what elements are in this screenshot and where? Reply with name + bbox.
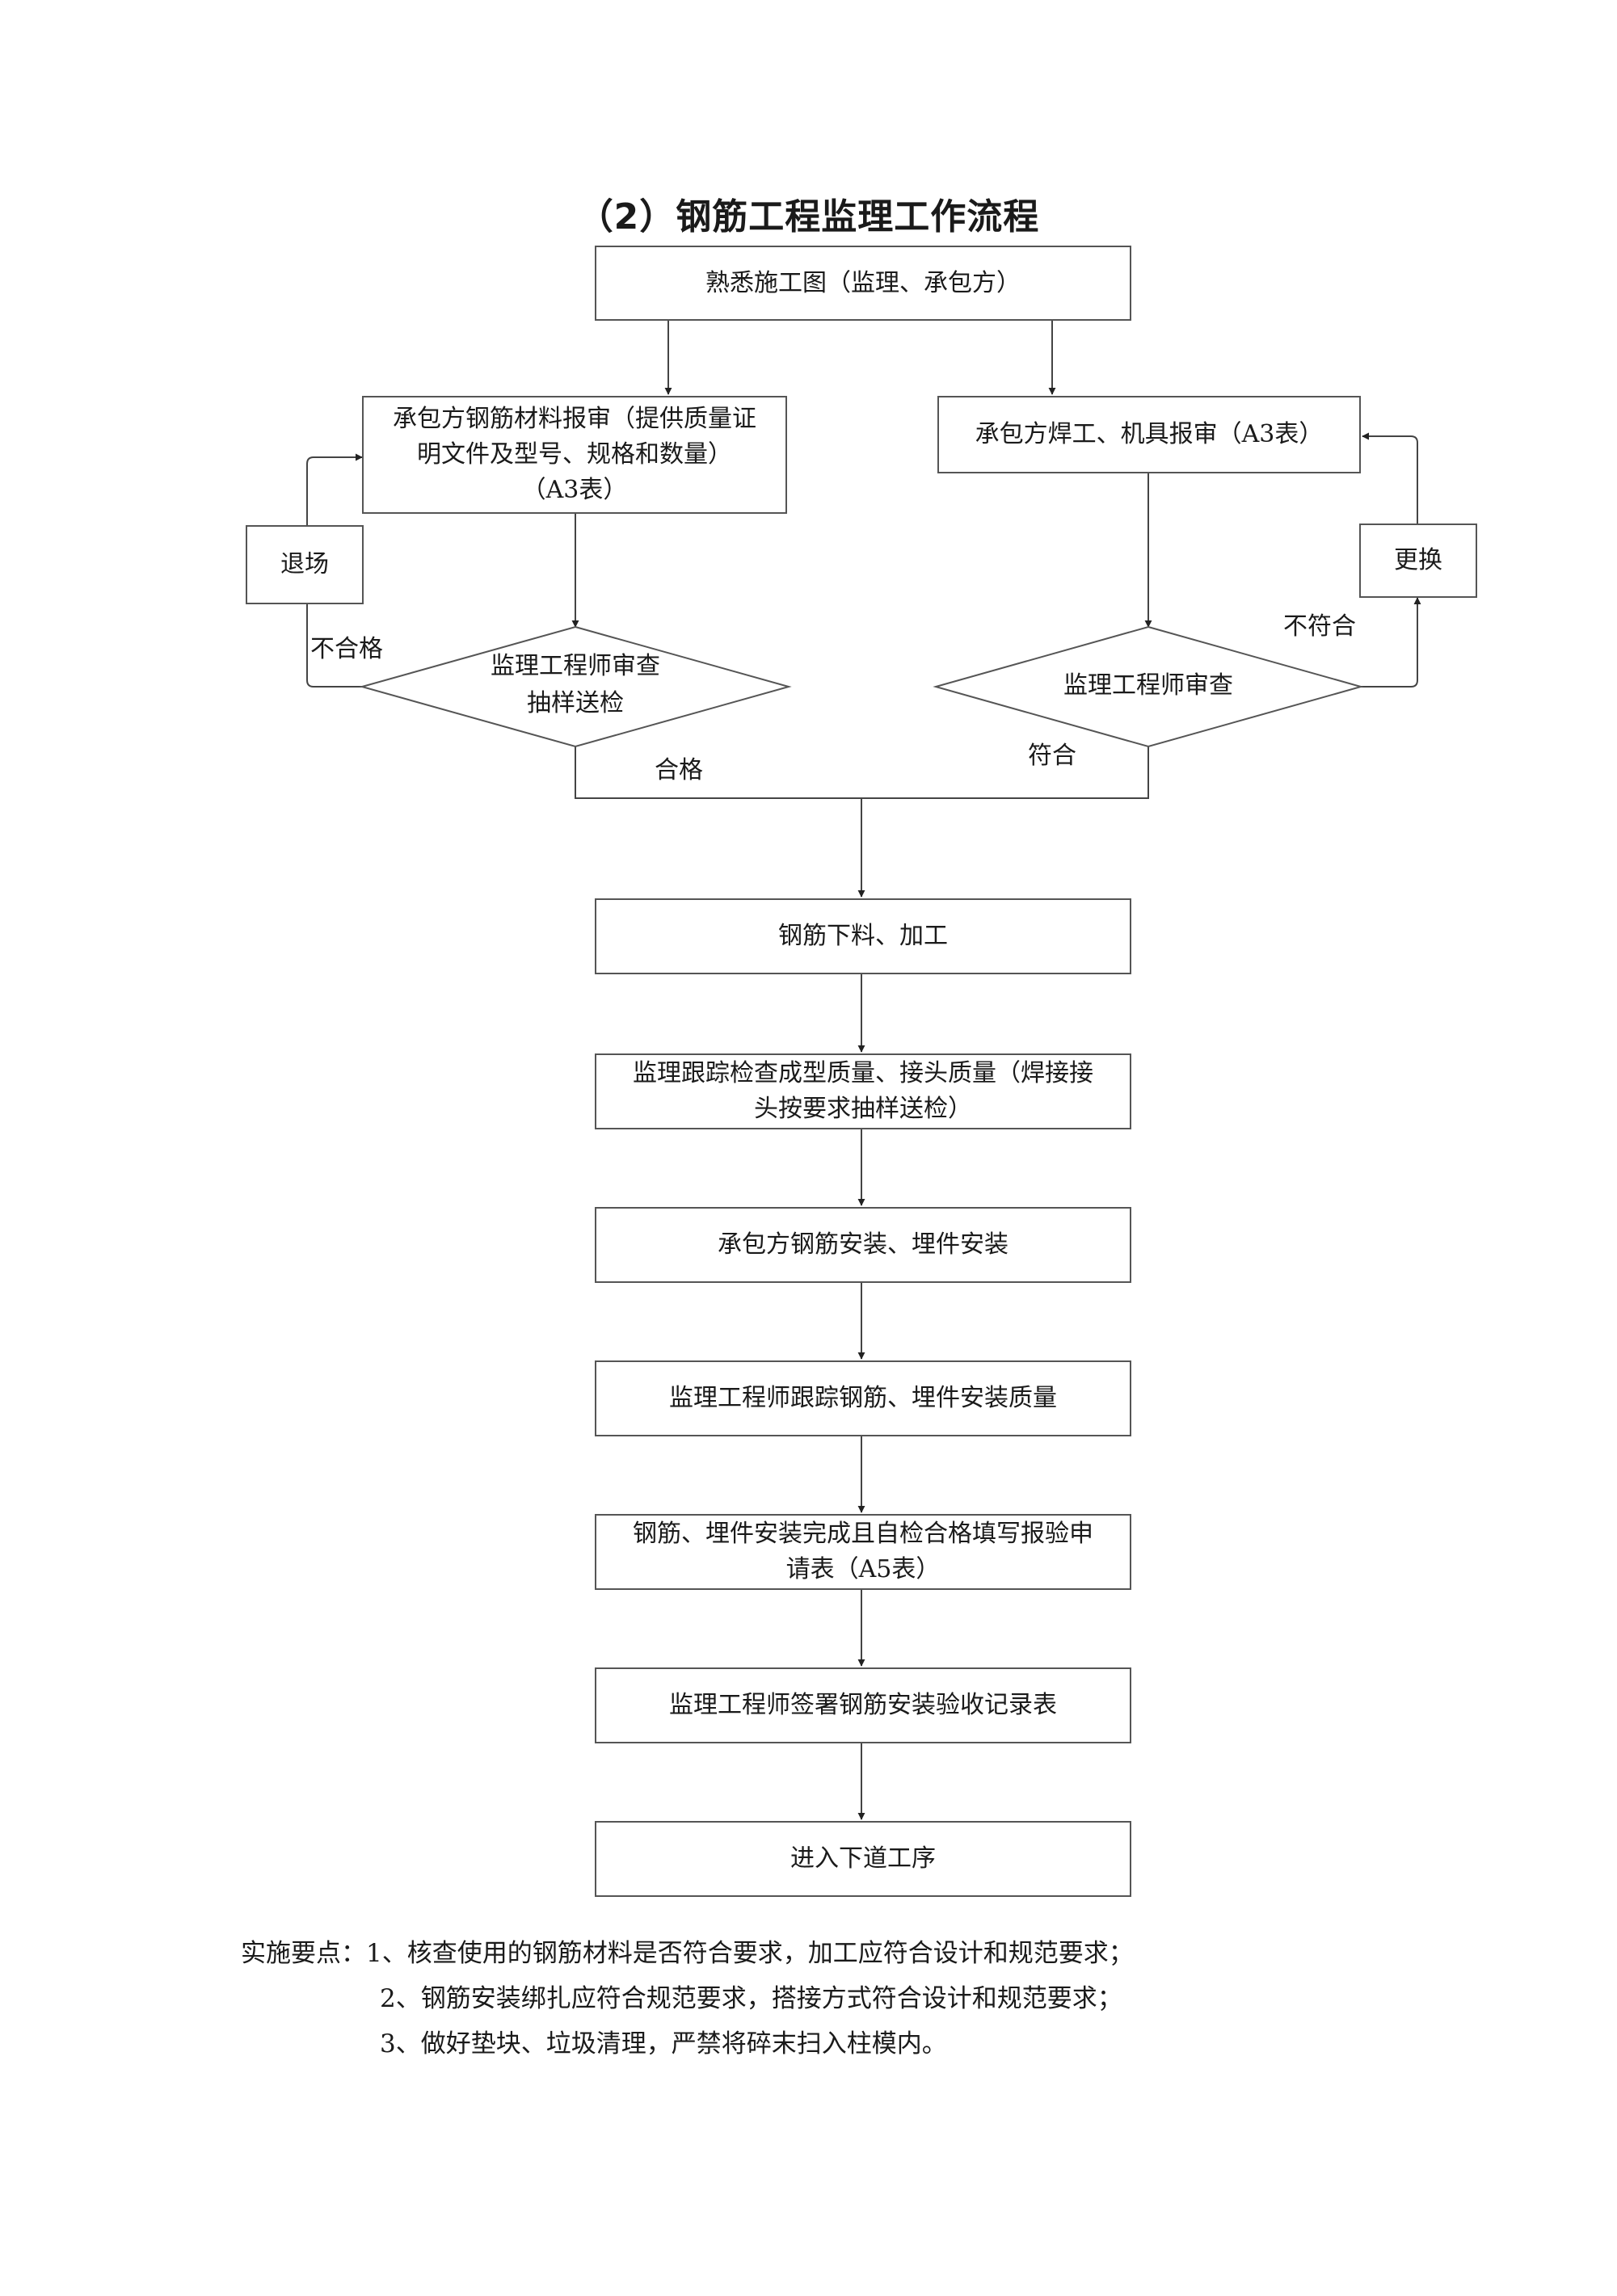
node-track-quality: 监理跟踪检查成型质量、接头质量（焊接接 头按要求抽样送检）: [595, 1053, 1131, 1129]
label-fail-left: 不合格: [310, 635, 383, 663]
node-cutting: 钢筋下料、加工: [595, 898, 1131, 974]
decision-check-review: [933, 625, 1364, 748]
decision-check-review-label: 监理工程师审查: [1063, 671, 1233, 700]
label-fail-right: 不符合: [1283, 612, 1356, 641]
node-sign: 监理工程师签署钢筋安装验收记录表: [595, 1667, 1131, 1743]
edge-exit-material: [306, 453, 363, 525]
edge-fail-left: [306, 604, 362, 688]
node-self-check: 钢筋、埋件安装完成且自检合格填写报验申 请表（A5表）: [595, 1514, 1131, 1590]
edge-pass-right: [861, 746, 1149, 799]
diagram-title: （2）钢筋工程监理工作流程: [577, 196, 1040, 238]
note-item-2: 2、钢筋安装绑扎应符合规范要求，搭接方式符合设计和规范要求；: [380, 1984, 1122, 2013]
node-install: 承包方钢筋安装、埋件安装: [595, 1207, 1131, 1283]
edge-pass-left: [575, 746, 861, 799]
node-next: 进入下道工序: [595, 1821, 1131, 1897]
node-welder-report: 承包方焊工、机具报审（A3表）: [937, 396, 1361, 473]
node-track-install: 监理工程师跟踪钢筋、埋件安装质量: [595, 1360, 1131, 1436]
decision-check-sample: [359, 625, 792, 748]
edge-replace-welder: [1362, 432, 1418, 524]
node-start: 熟悉施工图（监理、承包方）: [595, 246, 1131, 321]
note-item-1: 1、核查使用的钢筋材料是否符合要求，加工应符合设计和规范要求；: [366, 1939, 1134, 1968]
note-line-1: 实施要点：1、核查使用的钢筋材料是否符合要求，加工应符合设计和规范要求；: [241, 1931, 1134, 1976]
notes-prefix: 实施要点：: [241, 1939, 366, 1968]
label-pass-right: 符合: [1028, 742, 1076, 770]
note-item-3: 3、做好垫块、垃圾清理，严禁将碎末扫入柱模内。: [380, 2029, 947, 2058]
label-pass-left: 合格: [655, 756, 703, 784]
decision-check-sample-label: 监理工程师审查 抽样送检: [491, 652, 660, 717]
node-replace: 更换: [1359, 524, 1477, 598]
node-exit: 退场: [246, 525, 364, 604]
implementation-notes: 实施要点：1、核查使用的钢筋材料是否符合要求，加工应符合设计和规范要求； 2、钢…: [241, 1931, 1134, 2067]
edge-fail-right: [1361, 597, 1421, 688]
node-material-report: 承包方钢筋材料报审（提供质量证 明文件及型号、规格和数量） （A3表）: [362, 396, 787, 514]
